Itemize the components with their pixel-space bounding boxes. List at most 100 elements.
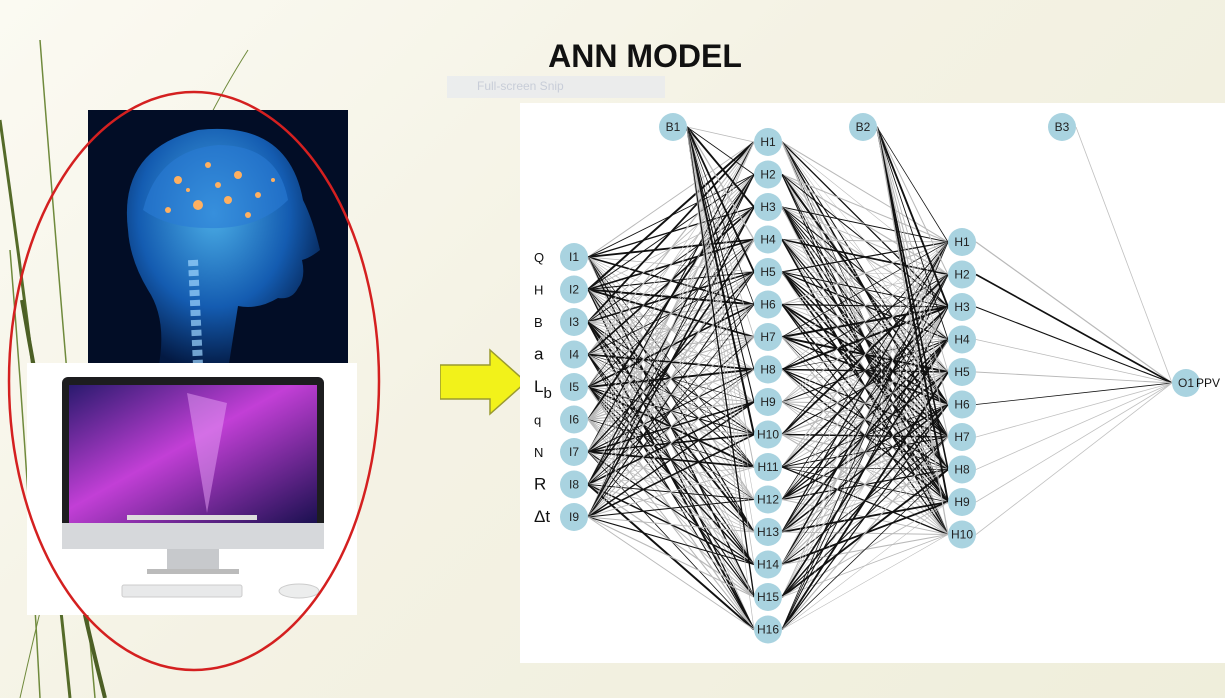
network-edge (975, 382, 1173, 405)
network-edge (975, 382, 1173, 470)
svg-text:H16: H16 (757, 623, 779, 637)
network-edge (686, 126, 755, 533)
svg-text:I6: I6 (569, 413, 579, 427)
svg-text:H2: H2 (760, 168, 776, 182)
network-edge (781, 371, 949, 631)
network-edge (587, 141, 755, 258)
computer-photo (27, 363, 357, 615)
network-edge (876, 126, 949, 503)
network-edge (975, 382, 1173, 438)
hidden2-node-h4: H4 (948, 325, 976, 354)
network-edge (781, 241, 949, 403)
hidden1-node-h15: H15 (754, 583, 782, 611)
network-edge (876, 126, 949, 308)
slide-title: ANN MODEL (548, 38, 742, 74)
network-edge (781, 241, 949, 500)
network-edge (781, 241, 949, 370)
network-edge (876, 126, 949, 340)
hidden2-node-h8: H8 (948, 455, 976, 484)
svg-text:H1: H1 (954, 235, 970, 249)
network-edge (587, 336, 755, 518)
network-edge (587, 466, 755, 518)
svg-text:H11: H11 (757, 460, 778, 474)
network-edge (876, 126, 949, 275)
network-edge (587, 516, 755, 533)
svg-text:H13: H13 (757, 525, 779, 539)
network-edge (781, 436, 949, 630)
network-edge (975, 306, 1173, 384)
input-label: R (534, 475, 546, 494)
input-node-i7: I7 (560, 438, 588, 466)
network-edge (876, 126, 949, 438)
network-edge (876, 126, 949, 243)
hidden1-node-h10: H10 (754, 420, 782, 449)
input-node-i3: I3 (560, 308, 588, 336)
svg-text:H3: H3 (760, 200, 776, 214)
hidden2-node-h9: H9 (948, 488, 976, 516)
svg-text:H10: H10 (951, 528, 973, 542)
network-edge (587, 516, 755, 630)
input-node-i6: I6 (560, 405, 588, 434)
network-edge (975, 382, 1173, 503)
network-edge (876, 126, 949, 373)
svg-text:H5: H5 (954, 365, 970, 379)
input-label: a (534, 345, 544, 364)
hidden1-node-h7: H7 (754, 323, 782, 351)
network-edge (781, 173, 949, 243)
network-edge (587, 516, 755, 566)
network-edge (686, 126, 755, 143)
network-edge (686, 126, 755, 435)
caption-strip-text: Full-screen Snip (477, 79, 564, 93)
svg-text:I5: I5 (569, 380, 579, 394)
network-edge (587, 239, 755, 518)
network-edge (587, 141, 755, 355)
network-edge (781, 501, 949, 630)
network-edge (781, 404, 949, 630)
network-edge (876, 126, 949, 535)
svg-text:H4: H4 (954, 333, 970, 347)
input-label: Lb (534, 377, 552, 402)
network-edge (686, 126, 755, 208)
network-edge (781, 534, 949, 630)
svg-text:H10: H10 (757, 428, 779, 442)
network-edge (781, 238, 949, 243)
output-label: PPV (1196, 376, 1220, 390)
bias-node-b2: B2 (849, 113, 877, 141)
svg-text:H1: H1 (760, 135, 776, 149)
network-edge (781, 241, 949, 630)
svg-text:H7: H7 (760, 330, 776, 344)
network-edge (1075, 126, 1173, 384)
svg-text:H7: H7 (954, 430, 970, 444)
svg-text:H15: H15 (757, 590, 779, 604)
svg-text:H14: H14 (757, 558, 779, 572)
network-edge (686, 126, 755, 565)
network-edge (686, 126, 755, 273)
network-edge (781, 469, 949, 630)
network-edge (686, 126, 755, 338)
svg-text:I1: I1 (569, 250, 579, 264)
network-edge (781, 241, 949, 306)
hidden1-node-h3: H3 (754, 193, 782, 221)
hidden1-node-h16: H16 (754, 615, 782, 644)
svg-text:I7: I7 (569, 445, 579, 459)
hidden2-node-h3: H3 (948, 293, 976, 321)
svg-text:H9: H9 (760, 395, 776, 409)
hidden1-node-h9: H9 (754, 388, 782, 416)
bias-node-b1: B1 (659, 113, 687, 141)
network-edge (975, 241, 1173, 384)
network-edge (686, 126, 755, 630)
network-edge (587, 141, 755, 485)
network-edge (686, 126, 755, 370)
svg-text:I3: I3 (569, 315, 579, 329)
svg-text:H12: H12 (757, 493, 779, 507)
network-edge (975, 273, 1173, 384)
network-edge (587, 271, 755, 518)
network-edge (587, 369, 755, 518)
network-edge (686, 126, 755, 500)
output-node-o1: O1 (1172, 369, 1200, 397)
network-edge (686, 126, 755, 403)
network-edge (686, 126, 755, 240)
network-edge (587, 498, 755, 518)
hidden1-node-h2: H2 (754, 160, 782, 189)
